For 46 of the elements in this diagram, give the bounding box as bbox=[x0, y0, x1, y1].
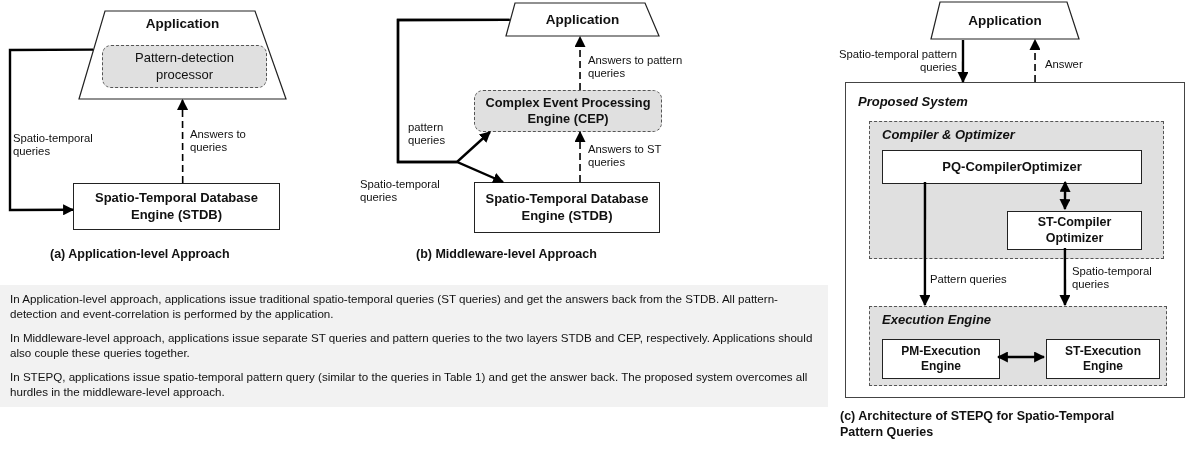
node-label: PQ-CompilerOptimizer bbox=[941, 158, 1083, 176]
figure-caption: (b) Middleware-level Approach bbox=[416, 246, 598, 262]
node-label: ST-Execution Engine bbox=[1064, 344, 1142, 374]
group-box bbox=[869, 306, 1167, 386]
process-box bbox=[1046, 339, 1160, 379]
node-label: Application bbox=[144, 15, 221, 33]
arrow bbox=[996, 351, 1046, 363]
arrow bbox=[1029, 38, 1041, 83]
edge-label: Pattern queries bbox=[930, 273, 1007, 286]
process-box bbox=[882, 339, 1000, 379]
group-box bbox=[869, 121, 1164, 259]
node-label: Pattern-detection processor bbox=[134, 50, 235, 83]
process-box bbox=[882, 150, 1142, 184]
rounded-process-box bbox=[102, 45, 267, 88]
group-title: Proposed System bbox=[858, 94, 968, 111]
process-box bbox=[1007, 211, 1142, 250]
node-label: Application bbox=[544, 11, 621, 29]
arrow bbox=[919, 182, 931, 307]
application-trapezoid bbox=[930, 1, 1080, 40]
arrow bbox=[574, 35, 586, 91]
rounded-process-box bbox=[474, 90, 662, 132]
node-label: Application bbox=[967, 12, 1043, 30]
paragraph: In STEPQ, applications issue spatio-temporal pattern query (similar to the queries in Table 1) and get the answer back. The proposed system overcomes all hurdles in the middleware-level approach. bbox=[10, 369, 809, 399]
arrow bbox=[1059, 248, 1071, 307]
process-box bbox=[73, 183, 280, 230]
node-label: Complex Event Processing Engine (CEP) bbox=[484, 95, 652, 127]
paragraph: In Application-level approach, applications issue traditional spatio-temporal queries (ST queries) and get the answers back from the STDB. All pattern-detection and event-correlation is performed by the application. bbox=[10, 291, 779, 321]
figure-caption: (c) Architecture of STEPQ for Spatio-Temporal Pattern Queries bbox=[840, 408, 1116, 440]
system-box bbox=[845, 82, 1185, 398]
node-label: Spatio-Temporal Database Engine (STDB) bbox=[94, 190, 259, 223]
node-label: ST-Compiler Optimizer bbox=[1036, 214, 1113, 247]
arrow bbox=[177, 98, 189, 184]
group-title: Execution Engine bbox=[882, 312, 992, 329]
arrow bbox=[957, 40, 969, 84]
edge-label: Answer bbox=[1045, 58, 1083, 71]
application-trapezoid bbox=[505, 2, 660, 37]
arrow bbox=[574, 130, 586, 183]
application-trapezoid bbox=[78, 10, 287, 100]
process-box bbox=[474, 182, 660, 233]
group-title: Compiler & Optimizer bbox=[882, 127, 1015, 144]
node-label: Spatio-Temporal Database Engine (STDB) bbox=[484, 191, 650, 224]
paragraph: In Middleware-level approach, applications issue separate ST queries and pattern queries to the two layers STDB and CEP, respectively. Applications should also couple these queries together. bbox=[10, 330, 814, 360]
node-label: PM-Execution Engine bbox=[900, 344, 982, 374]
arrow bbox=[8, 48, 94, 216]
arrow bbox=[1059, 180, 1071, 211]
figure-caption: (a) Application-level Approach bbox=[50, 246, 231, 262]
